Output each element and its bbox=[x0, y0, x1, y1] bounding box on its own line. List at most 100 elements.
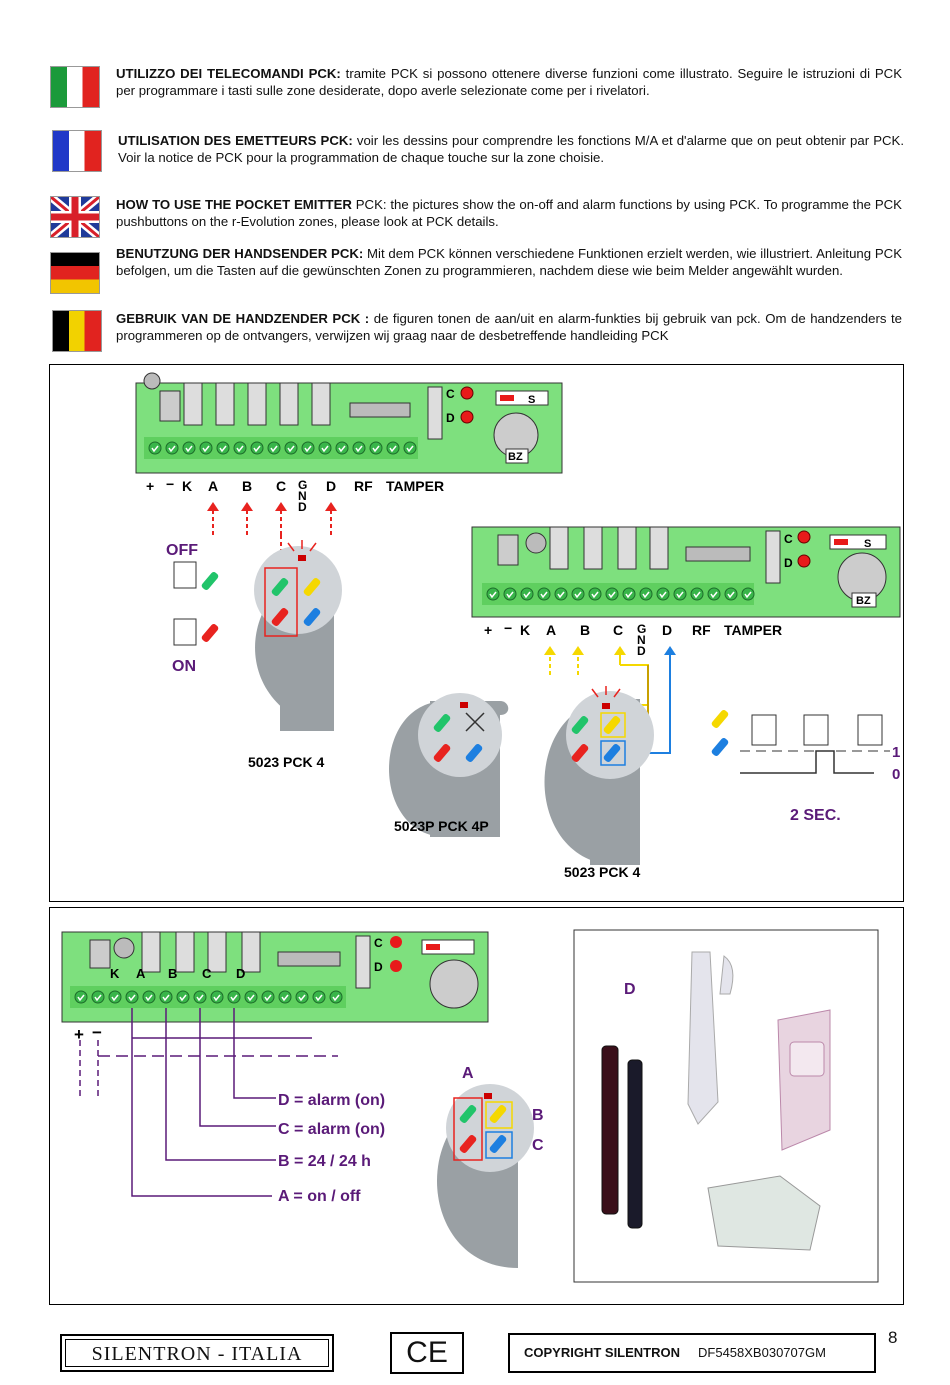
button-b-label: B bbox=[532, 1107, 544, 1124]
signal-pulse bbox=[740, 750, 874, 774]
relay-3-icon bbox=[857, 714, 883, 746]
term-gnd-d: D bbox=[298, 500, 307, 514]
copyright-text: COPYRIGHT SILENTRON bbox=[524, 1345, 681, 1360]
german-paragraph: BENUTZUNG DER HANDSENDER PCK: Mit dem PC… bbox=[116, 246, 902, 279]
signal-low-label: 0 bbox=[892, 766, 900, 783]
german-flag-icon bbox=[50, 252, 100, 294]
off-label: OFF bbox=[166, 542, 198, 559]
term-a: A bbox=[208, 478, 218, 494]
zone-b-label: B bbox=[168, 966, 177, 981]
terminal-labels-top: + − K A B C G N D D RF TAMPER bbox=[146, 476, 444, 514]
outdoor-sensor-icon bbox=[707, 1175, 821, 1251]
term2-rf: RF bbox=[692, 622, 711, 638]
led-d-label: D bbox=[446, 411, 455, 425]
term-tamper: TAMPER bbox=[386, 478, 444, 494]
italian-text: tramite PCK si possono ottenere diverse … bbox=[116, 66, 903, 98]
german-heading: BENUTZUNG DER HANDSENDER PCK: bbox=[116, 246, 364, 261]
buzzer-label-2: BZ bbox=[856, 595, 871, 607]
term2-n: N bbox=[637, 633, 646, 647]
sensors-photo: D bbox=[573, 929, 879, 1283]
term2-d: D bbox=[662, 622, 672, 638]
term2-plus: + bbox=[484, 622, 492, 638]
ce-mark-icon: CE bbox=[390, 1332, 464, 1374]
legend-d: D = alarm (on) bbox=[278, 1092, 385, 1109]
term2-b: B bbox=[580, 622, 590, 638]
relay-1-icon bbox=[751, 714, 777, 746]
zone-k-label: K bbox=[110, 966, 120, 981]
green-button-icon bbox=[201, 571, 219, 591]
remote-pck4-right bbox=[544, 686, 654, 865]
company-box: SILENTRON - ITALIA bbox=[60, 1334, 334, 1372]
relay-on-icon bbox=[173, 618, 197, 646]
board-zone-labels: K A B C D bbox=[110, 966, 245, 981]
terminal-labels-right: + − K A B C G N D D RF TAMPER bbox=[484, 620, 782, 658]
pir-sensor-icon bbox=[777, 1009, 831, 1151]
english-heading: HOW TO USE THE POCKET EMITTER bbox=[116, 197, 352, 212]
signal-duration-label: 2 SEC. bbox=[790, 807, 841, 824]
zone-c-label: C bbox=[202, 966, 212, 981]
legend-c: C = alarm (on) bbox=[278, 1121, 385, 1138]
photo-d-label: D bbox=[624, 981, 636, 998]
remote-left-label: 5023 PCK 4 bbox=[248, 754, 324, 770]
term-b: B bbox=[242, 478, 252, 494]
term-g: G bbox=[298, 478, 307, 492]
french-text: voir les dessins pour comprendre les fon… bbox=[118, 133, 904, 165]
dutch-heading: GEBRUIK VAN DE HANDZENDER PCK : bbox=[116, 311, 370, 326]
led-c-label-3: C bbox=[374, 936, 383, 950]
term-c: C bbox=[276, 478, 286, 494]
zone-a-label: A bbox=[136, 966, 146, 981]
plus-label: + bbox=[74, 1025, 84, 1044]
diagram-on-off: C D S BZ + − K A B C G N D D RF TAMPER bbox=[135, 372, 901, 880]
term2-gnd-d: D bbox=[637, 644, 646, 658]
door-contact-icon bbox=[687, 951, 719, 1125]
remote-pck4-left bbox=[254, 540, 342, 731]
document-code: DF5458XB030707GM bbox=[698, 1345, 826, 1360]
remote-right-label: 5023 PCK 4 bbox=[564, 864, 640, 880]
diagram-zones-box: C D K A B C D + − bbox=[49, 907, 904, 1305]
led-d-label-3: D bbox=[374, 960, 383, 974]
term2-c: C bbox=[613, 622, 623, 638]
legend-b: B = 24 / 24 h bbox=[278, 1153, 371, 1170]
italian-paragraph: UTILIZZO DEI TELECOMANDI PCK: tramite PC… bbox=[116, 66, 902, 99]
minus-label: − bbox=[92, 1023, 102, 1042]
remote-mid-label: 5023P PCK 4P bbox=[394, 818, 489, 834]
belgian-flag-icon bbox=[52, 310, 102, 352]
term-n: N bbox=[298, 489, 307, 503]
french-flag-icon bbox=[52, 130, 102, 172]
led-c-label: C bbox=[446, 387, 455, 401]
english-paragraph: HOW TO USE THE POCKET EMITTER PCK: the p… bbox=[116, 197, 902, 230]
relay-2-icon bbox=[803, 714, 829, 746]
company-name: SILENTRON - ITALIA bbox=[65, 1339, 329, 1367]
red-button-icon bbox=[201, 623, 219, 643]
remote-button-labels: A B C bbox=[462, 1065, 544, 1154]
switch-s-label-2: S bbox=[864, 538, 871, 550]
button-c-label: C bbox=[532, 1137, 544, 1154]
term2-g: G bbox=[637, 622, 646, 636]
italian-flag-icon bbox=[50, 66, 100, 108]
control-board-top: C D S BZ bbox=[135, 372, 563, 474]
led-c-label-2: C bbox=[784, 532, 793, 546]
ce-mark-text: CE bbox=[406, 1336, 448, 1369]
control-board-bottom: C D K A B C D bbox=[61, 931, 489, 1023]
remote-pck4p bbox=[389, 693, 509, 837]
term2-a: A bbox=[546, 622, 556, 638]
button-a-label: A bbox=[462, 1065, 474, 1082]
beam-sensor-right bbox=[627, 1059, 643, 1229]
switch-s-label: S bbox=[528, 394, 535, 406]
remote-pck4-bottom bbox=[437, 1084, 534, 1268]
buzzer-label: BZ bbox=[508, 451, 523, 463]
page-number: 8 bbox=[888, 1328, 898, 1347]
copyright-box: COPYRIGHT SILENTRON DF5458XB030707GM bbox=[508, 1333, 876, 1373]
term2-k: K bbox=[520, 622, 530, 638]
term-minus: − bbox=[166, 476, 174, 492]
beam-sensor-left bbox=[601, 1045, 619, 1215]
german-text: Mit dem PCK können verschiedene Funktion… bbox=[116, 246, 902, 278]
zone-d-label: D bbox=[236, 966, 245, 981]
signal-high-label: 1 bbox=[892, 744, 900, 761]
italian-heading: UTILIZZO DEI TELECOMANDI PCK: bbox=[116, 66, 341, 81]
french-heading: UTILISATION DES EMETTEURS PCK: bbox=[118, 133, 353, 148]
diagram-zones: C D K A B C D + − bbox=[61, 929, 879, 1283]
dutch-paragraph: GEBRUIK VAN DE HANDZENDER PCK : de figur… bbox=[116, 311, 902, 344]
french-paragraph: UTILISATION DES EMETTEURS PCK: voir les … bbox=[118, 133, 904, 166]
red-arrows bbox=[212, 509, 332, 535]
